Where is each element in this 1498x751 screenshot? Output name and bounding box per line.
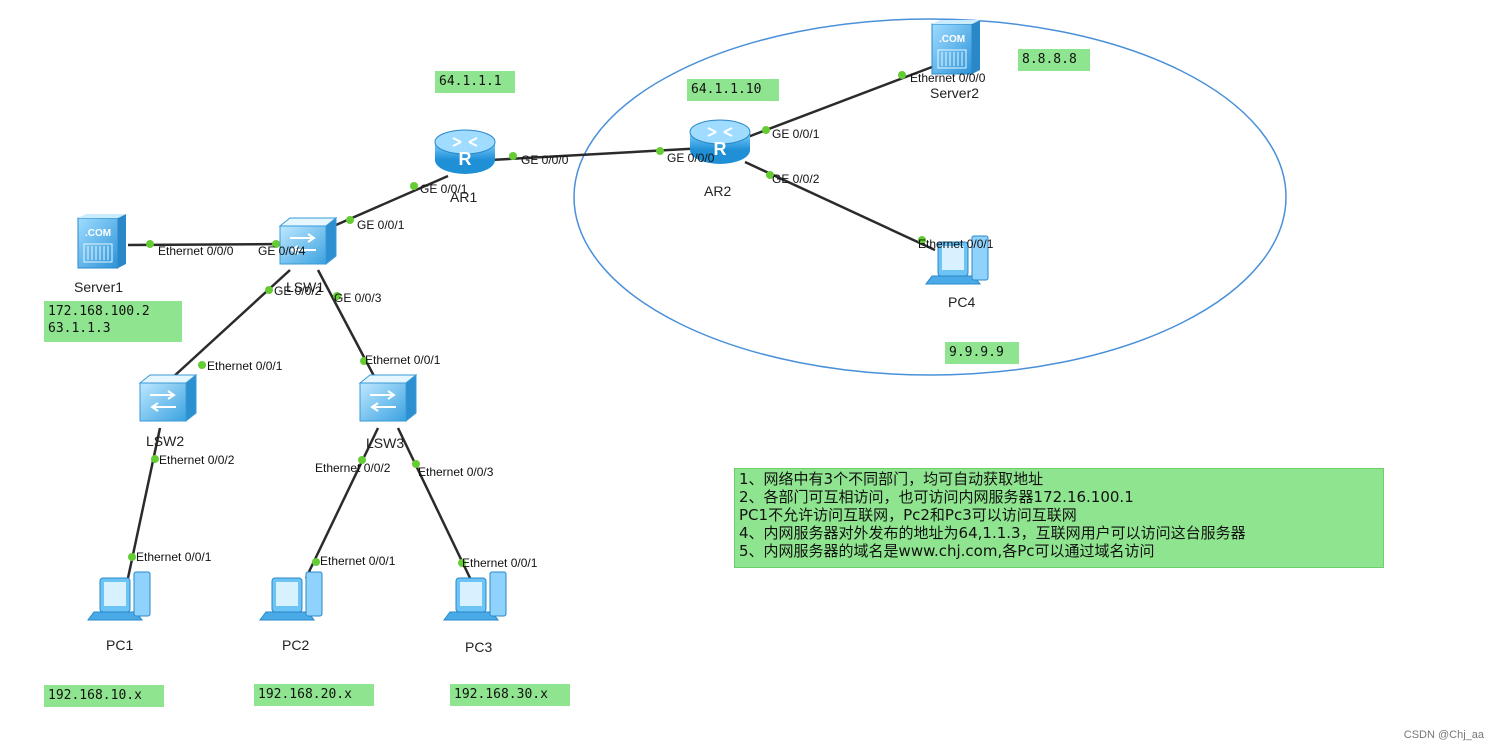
link-server1-lsw1	[127, 242, 287, 247]
switch-lsw2[interactable]	[139, 374, 197, 422]
port-label: Ethernet 0/0/1	[136, 550, 212, 564]
device-label-pc3: PC3	[465, 639, 492, 655]
device-label-server2: Server2	[930, 85, 979, 101]
note-pc1-net: 192.168.10.x	[44, 685, 164, 707]
link-ar2-pc4	[744, 160, 936, 252]
device-label-pc1: PC1	[106, 637, 133, 653]
port-label: Ethernet 0/0/2	[159, 453, 235, 467]
port-label: Ethernet 0/0/0	[158, 244, 234, 258]
pc-pc1[interactable]	[87, 571, 151, 621]
port-label: GE 0/0/2	[274, 284, 322, 298]
port-label: Ethernet 0/0/1	[320, 554, 396, 568]
port-label: GE 0/0/0	[521, 153, 569, 167]
pc-pc3[interactable]	[443, 571, 507, 621]
pc-pc2[interactable]	[259, 571, 323, 621]
port-label: Ethernet 0/0/2	[315, 461, 391, 475]
device-label-pc2: PC2	[282, 637, 309, 653]
port-label: Ethernet 0/0/1	[462, 556, 538, 570]
port-label: Ethernet 0/0/0	[910, 71, 986, 85]
device-label-ar1: AR1	[450, 189, 477, 205]
link-lsw2-pc1	[126, 427, 162, 579]
port-label: GE 0/0/0	[667, 151, 715, 165]
note-pc4-ip: 9.9.9.9	[945, 342, 1019, 364]
note-pc2-net: 192.168.20.x	[254, 684, 374, 706]
link-ar1-ar2	[489, 146, 706, 162]
device-label-server1: Server1	[74, 279, 123, 295]
note-pc3-net: 192.168.30.x	[450, 684, 570, 706]
note-ar1-ip: 64.1.1.1	[435, 71, 515, 93]
device-label-pc4: PC4	[948, 294, 975, 310]
port-label: Ethernet 0/0/1	[207, 359, 283, 373]
switch-lsw3[interactable]	[359, 374, 417, 422]
port-label: Ethernet 0/0/1	[365, 353, 441, 367]
watermark: CSDN @Chj_aa	[1403, 729, 1484, 741]
device-label-lsw1: LSW1	[286, 279, 324, 295]
port-label: Ethernet 0/0/3	[418, 465, 494, 479]
note-ar2-ip: 64.1.1.10	[687, 79, 779, 101]
server-server1[interactable]	[77, 213, 127, 269]
link-lsw3-pc2	[304, 427, 380, 579]
link-lsw3-pc3	[396, 427, 472, 579]
device-label-lsw2: LSW2	[146, 433, 184, 449]
device-label-lsw3: LSW3	[366, 435, 404, 451]
port-dots	[128, 71, 926, 567]
port-label: GE 0/0/3	[334, 291, 382, 305]
server-server2[interactable]	[931, 19, 981, 75]
port-label: GE 0/0/1	[420, 182, 468, 196]
links	[126, 65, 936, 579]
note-server1-ip: 172.168.100.2 63.1.1.3	[44, 301, 182, 342]
link-ar1-lsw1	[319, 174, 449, 234]
requirements-box: 1、网络中有3个不同部门，均可自动获取地址 2、各部门可互相访问，也可访问内网服…	[734, 468, 1384, 568]
note-server2-ip: 8.8.8.8	[1018, 49, 1090, 71]
device-label-ar2: AR2	[704, 183, 731, 199]
port-label: GE 0/0/2	[772, 172, 820, 186]
internet-zone	[573, 18, 1287, 376]
port-label: GE 0/0/1	[357, 218, 405, 232]
port-label: GE 0/0/1	[772, 127, 820, 141]
link-ar2-server2	[744, 65, 933, 140]
port-label: GE 0/0/4	[258, 244, 306, 258]
port-label: Ethernet 0/0/1	[918, 237, 994, 251]
router-ar1[interactable]	[434, 129, 496, 175]
